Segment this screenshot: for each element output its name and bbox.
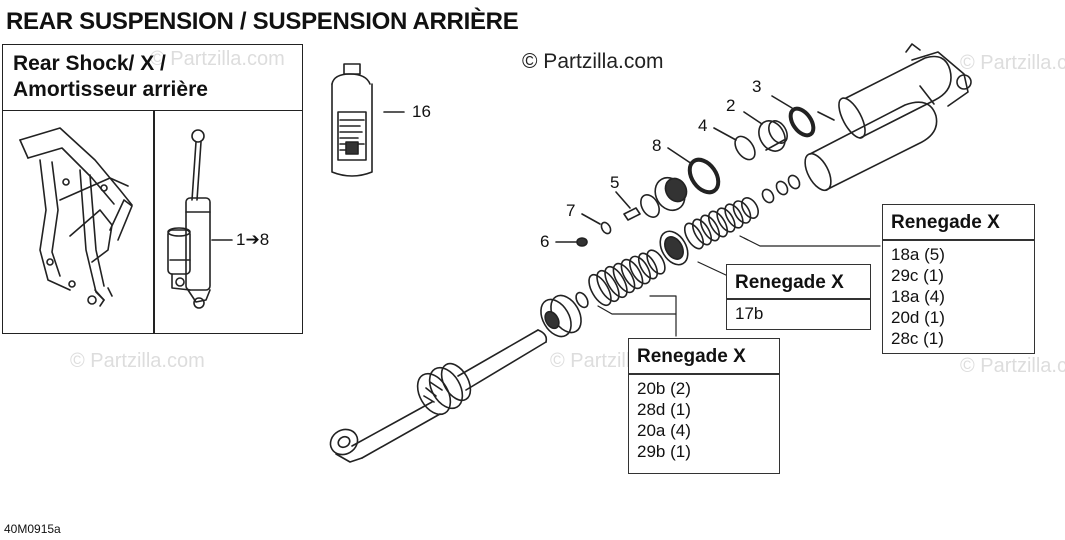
page-title: REAR SUSPENSION / SUSPENSION ARRIÈRE — [6, 8, 519, 35]
callout-label: 4 — [698, 116, 708, 135]
callout-label: 5 — [610, 173, 620, 192]
watermark-text: © Partzilla.com — [960, 355, 1065, 377]
screw-6 — [555, 237, 588, 247]
inset-panel: Rear Shock/ X / Amortisseur arrière — [2, 44, 303, 334]
callout-label: 6 — [540, 232, 550, 251]
o-ring-3 — [788, 106, 816, 138]
part-line: 20d (1) — [891, 308, 945, 327]
callout-label: 1➔8 — [236, 230, 270, 249]
part-line: 17b — [735, 304, 764, 323]
inset-divider — [153, 111, 155, 333]
inset-title: Rear Shock/ X / — [13, 52, 166, 75]
diagram-code: 40M0915a — [4, 522, 61, 536]
part-line: 29c (1) — [891, 266, 944, 285]
inset-header: Rear Shock/ X / Amortisseur arrière — [3, 45, 302, 111]
piston-head — [654, 176, 688, 212]
part-line: 29b (1) — [637, 442, 691, 461]
bumper — [416, 362, 472, 416]
bearing-2 — [758, 120, 788, 152]
callout-label: 2 — [726, 96, 736, 115]
box-divider — [629, 373, 779, 375]
shim-stack-upper — [683, 197, 759, 250]
part-line: 20b (2) — [637, 379, 691, 398]
lower-eyelet — [329, 428, 363, 463]
oil-bottle — [331, 63, 373, 177]
shock-shaft — [351, 329, 548, 459]
inset-subtitle: Amortisseur arrière — [13, 78, 208, 101]
part-line: 28c (1) — [891, 329, 944, 348]
box-title: Renegade X — [735, 272, 844, 293]
box-divider — [727, 298, 870, 300]
box-title: Renegade X — [891, 212, 1000, 233]
part-line: 18a (4) — [891, 287, 945, 306]
screw-5 — [615, 191, 641, 221]
frame-illustration — [19, 127, 133, 307]
part-line: 18a (5) — [891, 245, 945, 264]
callout-label: 7 — [566, 201, 576, 220]
callout-label: 3 — [752, 77, 762, 96]
shim-stack-lower — [588, 249, 666, 307]
shock-body — [804, 43, 972, 192]
copyright-text: © Partzilla.com — [522, 50, 664, 73]
o-ring-8 — [687, 157, 721, 195]
variant-box-middle: Renegade X 17b — [726, 264, 871, 330]
part-line: 20a (4) — [637, 421, 691, 440]
main-piston — [659, 230, 689, 266]
seal-head — [540, 294, 582, 338]
callout-label: 8 — [652, 136, 662, 155]
part-line: 28d (1) — [637, 400, 691, 419]
shock-illustration — [167, 129, 211, 309]
variant-box-right: Renegade X 18a (5) 29c (1) 18a (4) 20d (… — [882, 204, 1035, 354]
callout-label: 16 — [412, 102, 431, 121]
box-divider — [883, 239, 1034, 241]
variant-box-bottom: Renegade X 20b (2) 28d (1) 20a (4) 29b (… — [628, 338, 780, 474]
washer-7 — [600, 221, 612, 235]
watermark-text: © Partzilla.com — [960, 52, 1065, 74]
box-title: Renegade X — [637, 346, 746, 367]
washer-4 — [734, 135, 756, 161]
watermark-text: © Partzilla.com — [150, 48, 285, 70]
watermark-text: © Partzilla.com — [70, 350, 205, 372]
